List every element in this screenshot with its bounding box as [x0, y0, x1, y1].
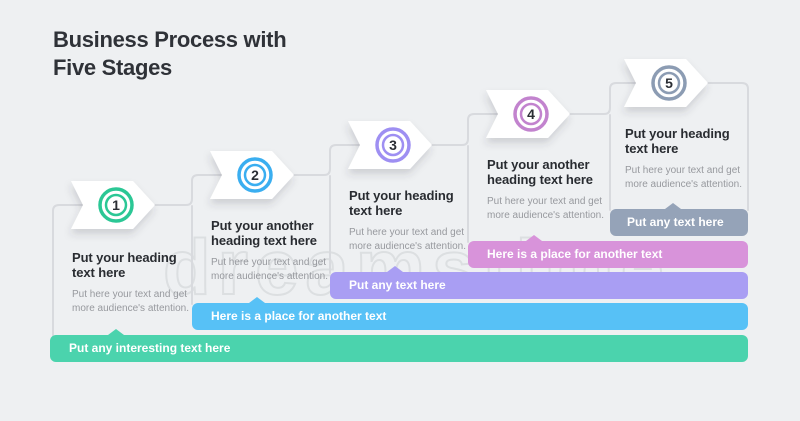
bar-notch	[665, 203, 681, 209]
stage-1-badge-outer-ring	[98, 187, 134, 223]
stage-4-number: 4	[527, 106, 535, 122]
page-title: Business Process with Five Stages	[53, 26, 287, 82]
stage-4-badge-disc	[512, 95, 550, 133]
stage-5-arrow: 5	[624, 59, 708, 107]
stage-1-badge-inner-ring	[104, 193, 128, 217]
stage-2-heading: Put your another heading text here	[211, 218, 317, 249]
stage-3-heading: Put your heading text here	[349, 188, 454, 219]
stage-2-badge-disc	[236, 156, 274, 194]
stage-1-arrow: 1	[71, 181, 155, 229]
bar-4-label: Here is a place for another text	[487, 247, 663, 261]
bar-stage-1: Put any interesting text here	[50, 329, 748, 362]
stage-2-arrow: 2	[210, 151, 294, 199]
stage-2-badge-inner-ring	[243, 163, 267, 187]
stage-1-heading: Put your heading text here	[72, 250, 177, 281]
stage-2-text-block: Put your another heading text here Put h…	[211, 218, 332, 284]
stage-1-number: 1	[112, 197, 120, 213]
stage-3-badge-outer-ring	[375, 127, 411, 163]
stage-4-heading: Put your another heading text here	[487, 157, 593, 188]
stage-3-text-block: Put your heading text here Put here your…	[349, 188, 470, 254]
stage-4-badge-inner-ring	[519, 102, 543, 126]
stage-3-body: Put here your text and get more audience…	[349, 227, 466, 253]
bar-notch	[526, 235, 542, 241]
stage-4-text-block: Put your another heading text here Put h…	[487, 157, 608, 223]
bar-stage-4: Here is a place for another text	[468, 235, 748, 268]
stage-4-badge-outer-ring	[513, 96, 549, 132]
bar-notch	[108, 329, 124, 335]
stage-3-badge-inner-ring	[381, 133, 405, 157]
stage-3-arrow: 3	[348, 121, 432, 169]
stage-2-number: 2	[251, 167, 259, 183]
bar-5-label: Put any text here	[627, 215, 724, 229]
stage-5-number: 5	[665, 75, 673, 91]
bar-stage-5: Put any text here	[610, 203, 748, 236]
stage-5-badge-outer-ring	[651, 65, 687, 101]
stage-2-body: Put here your text and get more audience…	[211, 257, 328, 283]
stage-5-body: Put here your text and get more audience…	[625, 165, 742, 191]
stage-5-badge-inner-ring	[657, 71, 681, 95]
stage-5-badge-disc	[650, 64, 688, 102]
bar-2-label: Here is a place for another text	[211, 309, 387, 323]
stage-5-heading: Put your heading text here	[625, 126, 730, 157]
bar-3-label: Put any text here	[349, 278, 446, 292]
page-title-line2: Five Stages	[53, 54, 172, 80]
bar-stage-3: Put any text here	[330, 266, 748, 299]
bar-notch	[249, 297, 265, 303]
stage-4-body: Put here your text and get more audience…	[487, 196, 604, 222]
bar-1-label: Put any interesting text here	[69, 341, 231, 355]
stage-4-arrow: 4	[486, 90, 570, 138]
stage-3-badge-disc	[374, 126, 412, 164]
stage-2-badge-outer-ring	[237, 157, 273, 193]
stage-3-number: 3	[389, 137, 397, 153]
stage-1-body: Put here your text and get more audience…	[72, 289, 189, 315]
page-title-line1: Business Process with	[53, 27, 287, 52]
stage-5-text-block: Put your heading text here Put here your…	[625, 126, 746, 192]
bar-notch	[387, 266, 403, 272]
bar-stage-2: Here is a place for another text	[192, 297, 748, 330]
stage-1-text-block: Put your heading text here Put here your…	[72, 250, 193, 316]
stage-1-badge-disc	[97, 186, 135, 224]
